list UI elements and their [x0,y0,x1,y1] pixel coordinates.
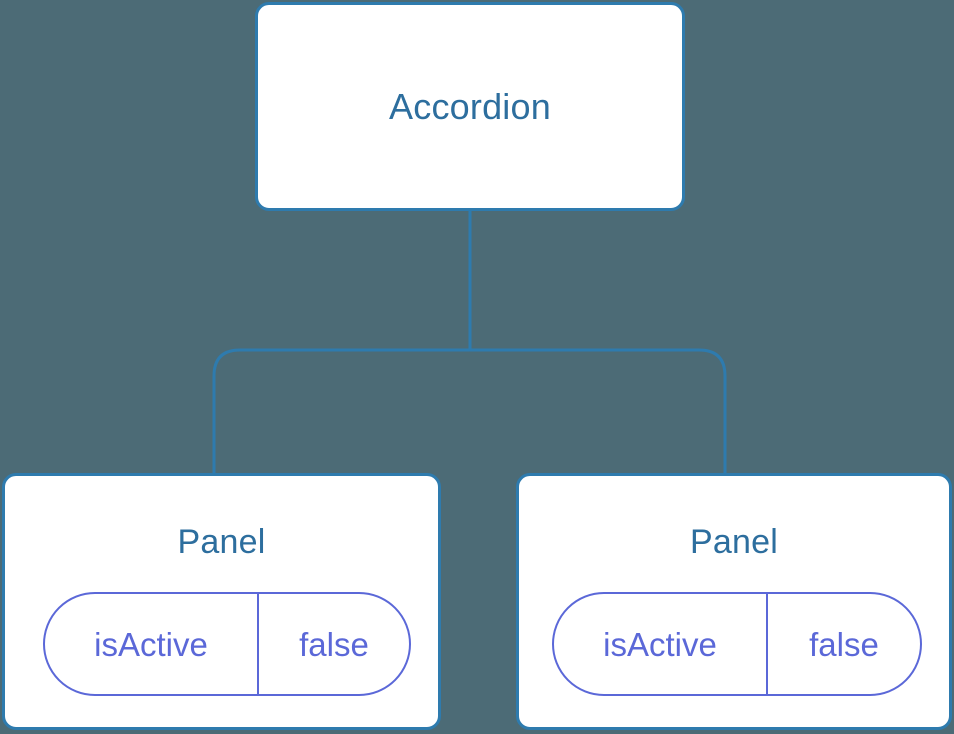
prop-key-is-active-panel-2: isActive [554,594,768,694]
node-title-panel-2: Panel [690,523,778,561]
node-accordion[interactable]: Accordion [255,2,685,211]
edge-accordion-to-panel-2 [468,211,727,478]
node-title-accordion: Accordion [389,85,551,127]
prop-key-is-active-panel-1: isActive [45,594,259,694]
prop-value-is-active-panel-2: false [809,625,879,663]
prop-pill-is-active-panel-1[interactable]: isActive false [43,592,411,696]
node-panel-2[interactable]: Panel isActive false [516,473,952,730]
node-panel-1[interactable]: Panel isActive false [2,473,441,730]
prop-value-is-active-panel-1: false [299,625,369,663]
edge-accordion-to-panel-1 [212,211,472,478]
node-title-panel-1: Panel [177,523,266,561]
prop-pill-is-active-panel-2[interactable]: isActive false [552,592,922,696]
